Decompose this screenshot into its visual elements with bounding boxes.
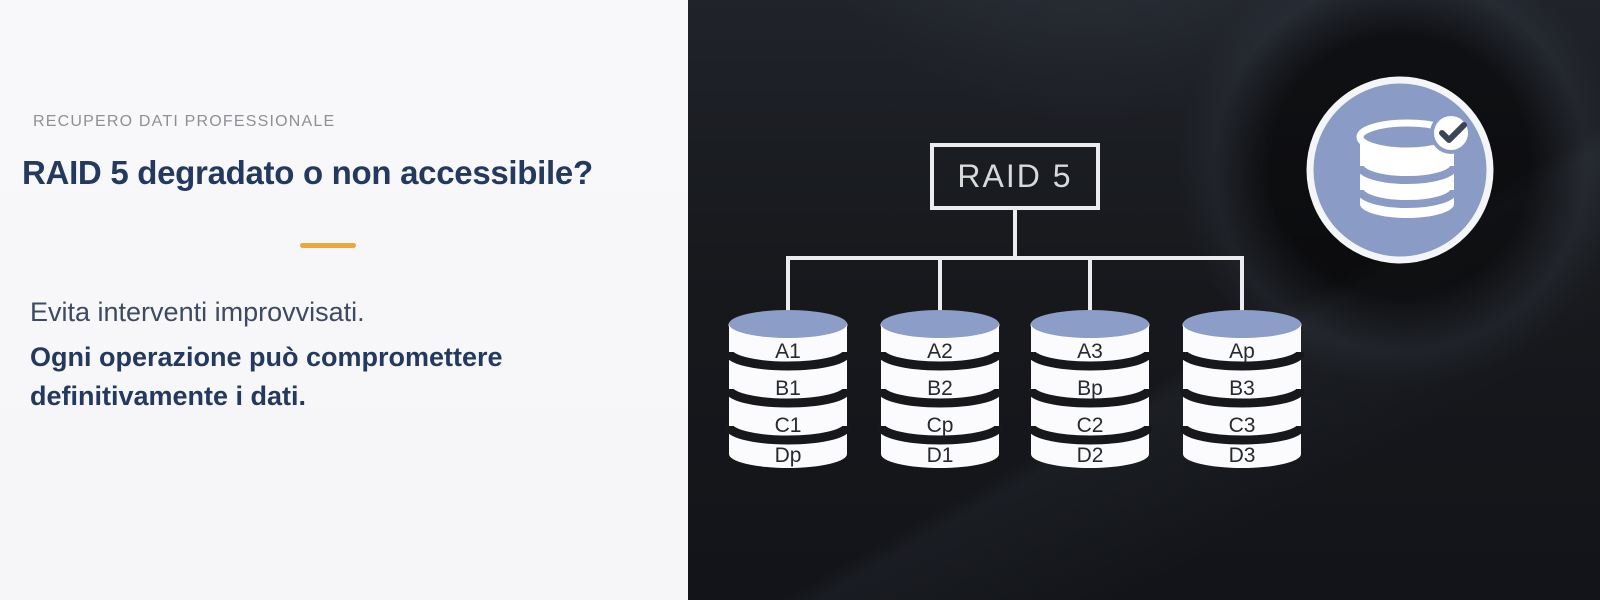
warning-text: Ogni operazione può compromettere definit…	[30, 338, 503, 416]
disk-cylinder-icon: Ap B3 C3 D3	[1180, 310, 1304, 468]
connector-drop-4	[1240, 256, 1244, 316]
disk-block-label: A1	[775, 340, 801, 363]
connector-drop-1	[786, 256, 790, 316]
disk-block-label: Bp	[1077, 377, 1103, 400]
disk-block-label: A3	[1077, 340, 1103, 363]
disk-cylinder-icon: A2 B2 Cp D1	[878, 310, 1002, 468]
disk-block-label: B2	[927, 377, 953, 400]
disk-block-label: D2	[1077, 444, 1104, 467]
accent-divider	[300, 243, 356, 248]
disk-block-label: C2	[1077, 414, 1104, 437]
disk-block-label: C1	[775, 414, 802, 437]
disk-4: Ap B3 C3 D3	[1180, 308, 1304, 470]
disk-cylinder-icon: A3 Bp C2 D2	[1028, 310, 1152, 468]
disk-1: A1 B1 C1 Dp	[726, 308, 850, 470]
raid-controller-label: RAID 5	[957, 158, 1073, 194]
disk-3: A3 Bp C2 D2	[1028, 308, 1152, 470]
page-title: RAID 5 degradato o non accessibile?	[22, 154, 593, 191]
disk-block-label: C3	[1229, 414, 1256, 437]
disk-block-label: B3	[1229, 377, 1255, 400]
disk-block-label: D3	[1229, 444, 1256, 467]
warning-line-2: definitivamente i dati.	[30, 381, 307, 411]
raid-diagram-panel: RAID 5 A1 B1 C1 Dp	[688, 0, 1600, 600]
disk-block-label: D1	[927, 444, 954, 467]
connector-bus	[786, 256, 1244, 260]
disk-block-label: Cp	[927, 414, 954, 437]
text-panel: RECUPERO DATI PROFESSIONALE RAID 5 degra…	[0, 0, 688, 600]
database-check-badge	[1305, 75, 1495, 265]
disk-block-label: Dp	[775, 444, 802, 467]
connector-stem	[1013, 206, 1017, 258]
disk-block-label: A2	[927, 340, 953, 363]
disk-cylinder-icon: A1 B1 C1 Dp	[726, 310, 850, 468]
eyebrow-label: RECUPERO DATI PROFESSIONALE	[33, 113, 336, 130]
raid-controller-box: RAID 5	[930, 143, 1100, 210]
disk-block-label: B1	[775, 377, 801, 400]
lead-text: Evita interventi improvvisati.	[30, 297, 365, 327]
disk-2: A2 B2 Cp D1	[878, 308, 1002, 470]
warning-line-1: Ogni operazione può compromettere	[30, 342, 503, 372]
disk-block-label: Ap	[1229, 340, 1255, 363]
connector-drop-2	[938, 256, 942, 316]
connector-drop-3	[1088, 256, 1092, 316]
database-check-icon	[1306, 76, 1494, 264]
